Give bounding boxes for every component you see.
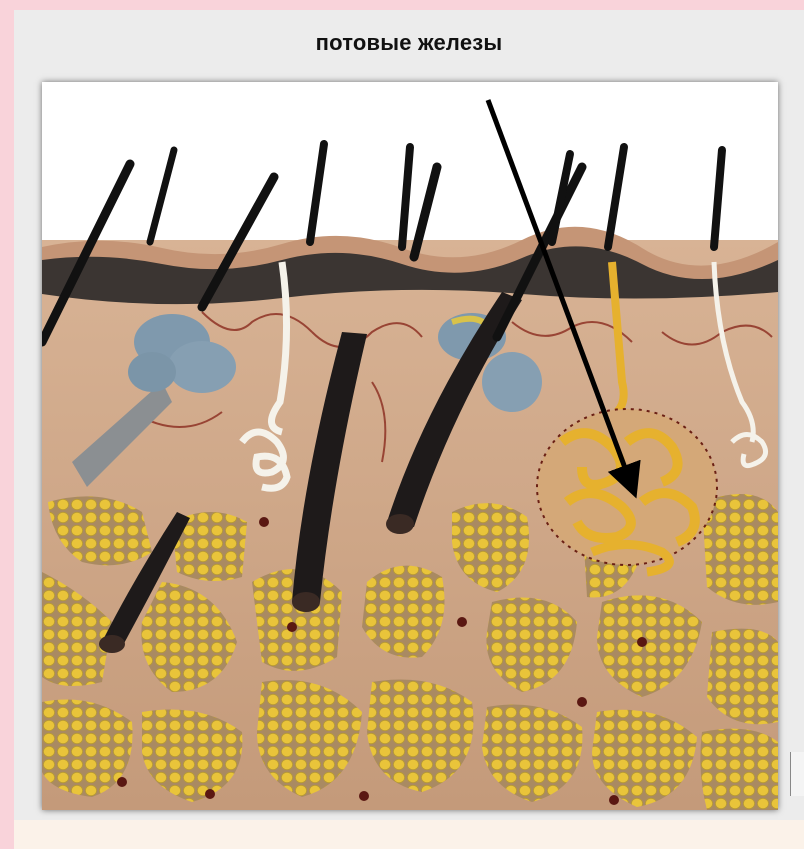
edge-fragment — [790, 752, 804, 796]
slide-footer-strip — [14, 820, 804, 849]
slide-title: потовые железы — [14, 30, 804, 56]
skin-illustration — [42, 82, 778, 810]
